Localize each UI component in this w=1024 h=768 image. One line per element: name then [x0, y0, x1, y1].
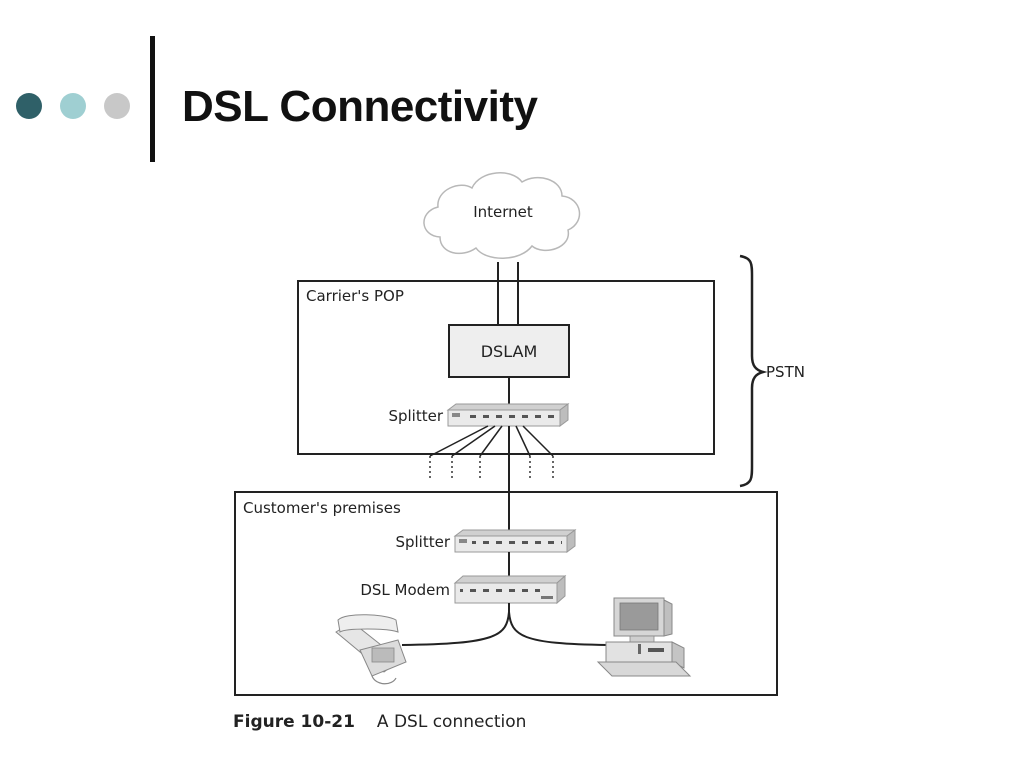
figure-number: Figure 10-21 — [233, 712, 355, 732]
customer-splitter-device — [453, 529, 577, 553]
bullet-dot — [104, 93, 130, 119]
carrier-pop-box — [297, 280, 715, 455]
figure-caption: Figure 10-21 A DSL connection — [233, 712, 526, 732]
dsl-modem-device — [453, 574, 567, 605]
internet-label: Internet — [473, 203, 533, 221]
pop-splitter-device — [446, 403, 570, 427]
subscriber-lines — [429, 456, 554, 480]
pstn-brace — [739, 254, 768, 488]
bullet-dots — [16, 93, 132, 121]
internet-cloud: Internet — [423, 172, 581, 259]
bullet-dot — [16, 93, 42, 119]
pstn-label: PSTN — [766, 363, 805, 381]
dslam-label: DSLAM — [481, 342, 538, 361]
dslam-box — [448, 324, 570, 378]
computer-icon — [596, 597, 692, 677]
carrier-pop-label: Carrier's POP — [306, 287, 404, 305]
customer-premises-label: Customer's premises — [243, 499, 401, 517]
pop-splitter-label: Splitter — [388, 407, 443, 425]
customer-splitter-label: Splitter — [395, 533, 450, 551]
title-divider — [150, 36, 155, 162]
customer-premises-box — [234, 491, 778, 696]
slide-title: DSL Connectivity — [182, 82, 538, 131]
splitter-fanout — [429, 425, 554, 457]
dsl-modem-label: DSL Modem — [360, 581, 450, 599]
telephone-icon — [335, 614, 407, 685]
bullet-dot — [60, 93, 86, 119]
device-branch-lines — [401, 603, 608, 646]
figure-caption-text: A DSL connection — [376, 712, 527, 732]
